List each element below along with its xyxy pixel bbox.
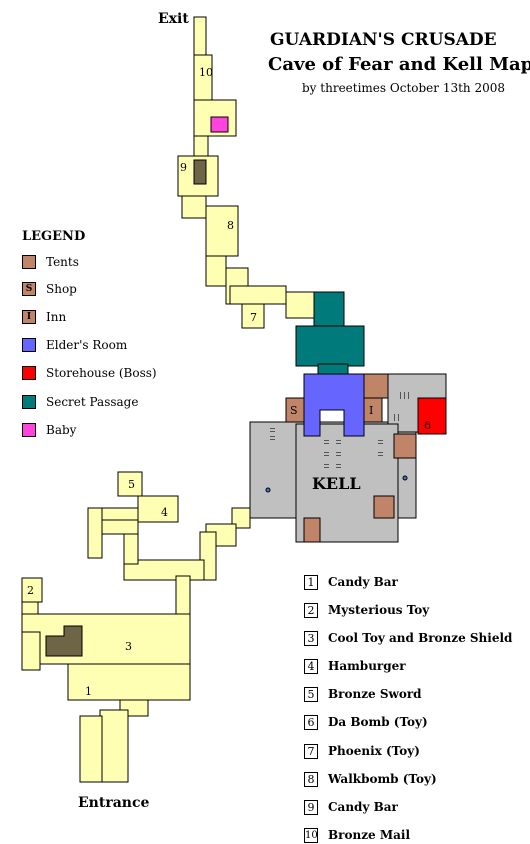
passage-m bbox=[175, 575, 191, 615]
legend-swatch bbox=[22, 423, 36, 437]
dark-rock-south bbox=[45, 625, 83, 657]
kell-label: KELL bbox=[312, 474, 361, 493]
kell-well-west bbox=[265, 487, 271, 493]
legend-swatch bbox=[22, 366, 36, 380]
passage-j bbox=[123, 533, 139, 565]
kell-well-east bbox=[402, 475, 408, 481]
marker-2: 2 bbox=[27, 584, 34, 597]
passage-e bbox=[285, 291, 317, 319]
legend-swatch bbox=[22, 255, 36, 269]
room-7 bbox=[241, 303, 265, 329]
entrance-lobby bbox=[79, 715, 103, 783]
map-subtitle: Cave of Fear and Kell Map bbox=[268, 54, 530, 75]
marker-5: 5 bbox=[128, 478, 135, 491]
passage-d bbox=[229, 285, 287, 305]
marker-7: 7 bbox=[250, 311, 257, 324]
entrance-label: Entrance bbox=[78, 795, 150, 811]
map-byline: by threetimes October 13th 2008 bbox=[302, 81, 505, 95]
shop-marker: S bbox=[290, 404, 298, 417]
bend-a bbox=[181, 195, 207, 219]
secret-passage bbox=[295, 291, 365, 377]
marker-10: 10 bbox=[199, 66, 213, 79]
legend-item-baby: Baby bbox=[22, 422, 76, 438]
legend-swatch bbox=[22, 338, 36, 352]
elders-room bbox=[303, 373, 365, 437]
marker-9: 9 bbox=[180, 161, 187, 174]
passage-i bbox=[123, 559, 205, 581]
dark-rock-north bbox=[193, 159, 207, 185]
baby-tile bbox=[210, 116, 229, 133]
passage-l bbox=[101, 507, 143, 521]
legend-swatch: I bbox=[22, 310, 36, 324]
marker-8: 8 bbox=[227, 219, 234, 232]
inn-marker: I bbox=[369, 404, 373, 417]
legend-swatch: S bbox=[22, 282, 36, 296]
legend-item-secret-passage: Secret Passage bbox=[22, 394, 138, 410]
marker-6: 6 bbox=[424, 419, 431, 432]
marker-4: 4 bbox=[161, 506, 168, 519]
tent-top bbox=[363, 373, 389, 399]
legend-item-shop: S Shop bbox=[22, 281, 77, 297]
tent-south bbox=[303, 517, 321, 543]
legend-item-inn: I Inn bbox=[22, 309, 66, 325]
legend-heading: LEGEND bbox=[22, 229, 86, 244]
room-8 bbox=[205, 205, 239, 257]
entrance-corridor bbox=[99, 709, 129, 783]
exit-label: Exit bbox=[158, 11, 189, 27]
storehouse-boss bbox=[417, 397, 447, 435]
tent-east bbox=[393, 433, 417, 459]
room-1 bbox=[67, 663, 191, 701]
kell-markings bbox=[270, 392, 409, 468]
legend-item-storehouse: Storehouse (Boss) bbox=[22, 365, 157, 381]
map-title: GUARDIAN'S CRUSADE bbox=[270, 30, 497, 50]
tent-south-east bbox=[373, 495, 395, 519]
room-4 bbox=[137, 495, 179, 523]
kell-town bbox=[249, 373, 447, 543]
marker-3: 3 bbox=[125, 640, 132, 653]
passage-o bbox=[21, 631, 41, 671]
legend-item-tents: Tents bbox=[22, 254, 79, 270]
legend-item-elders-room: Elder's Room bbox=[22, 337, 127, 353]
bend-b bbox=[205, 255, 227, 287]
passage-k bbox=[87, 507, 103, 559]
room-5 bbox=[117, 471, 143, 497]
legend-swatch bbox=[22, 395, 36, 409]
marker-1: 1 bbox=[85, 685, 92, 698]
